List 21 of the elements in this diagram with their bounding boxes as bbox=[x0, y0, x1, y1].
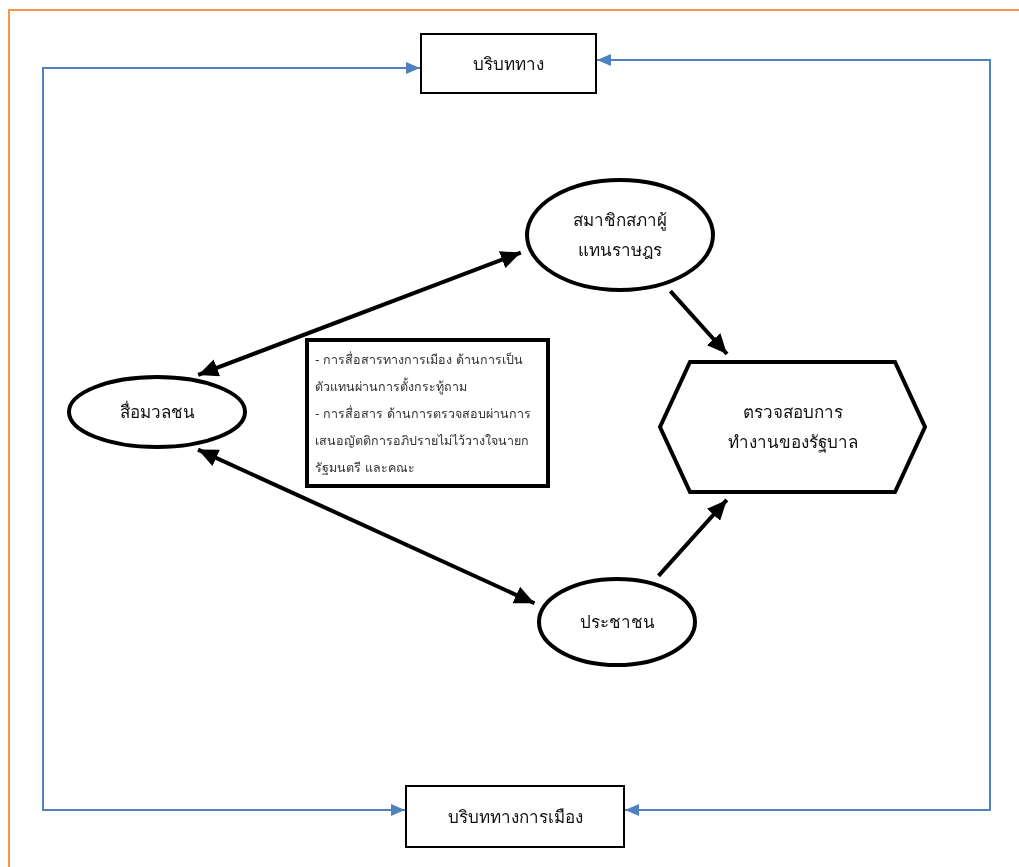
media-ellipse bbox=[67, 375, 247, 449]
note-box bbox=[305, 338, 550, 488]
member-ellipse bbox=[525, 178, 715, 292]
node-label: ประชาชน bbox=[578, 611, 656, 634]
arrow bbox=[197, 447, 536, 606]
arrow bbox=[657, 498, 729, 578]
arrow bbox=[42, 62, 421, 816]
node-label: สมาชิกสภาผู้แทนราษฎร bbox=[572, 209, 668, 262]
node-label: บริบททางการเมือง bbox=[446, 805, 584, 829]
context-box bbox=[420, 33, 597, 94]
arrow bbox=[668, 289, 729, 356]
node-label: บริบททาง bbox=[472, 52, 545, 76]
context-box bbox=[405, 785, 625, 848]
arrow bbox=[197, 250, 522, 377]
arrow bbox=[596, 54, 991, 816]
note-text: - การสื่อสารทางการเมือง ด้านการเป็นตัวแทนผ่านการตั้งกระทู้ถาม bbox=[315, 350, 525, 397]
people-ellipse bbox=[537, 577, 697, 667]
node-label: สื่อมวลชน bbox=[118, 399, 196, 424]
result-hexagon bbox=[658, 360, 927, 494]
note-text: - การสื่อสาร ด้านการตรวจสอบผ่านการเสนอญัตติการอภิปรายไม่ไว้วางใจนายกรัฐมนตรี และคณะ bbox=[315, 404, 533, 477]
node-label: ตรวจสอบการทำงานของรัฐบาล bbox=[726, 401, 859, 455]
